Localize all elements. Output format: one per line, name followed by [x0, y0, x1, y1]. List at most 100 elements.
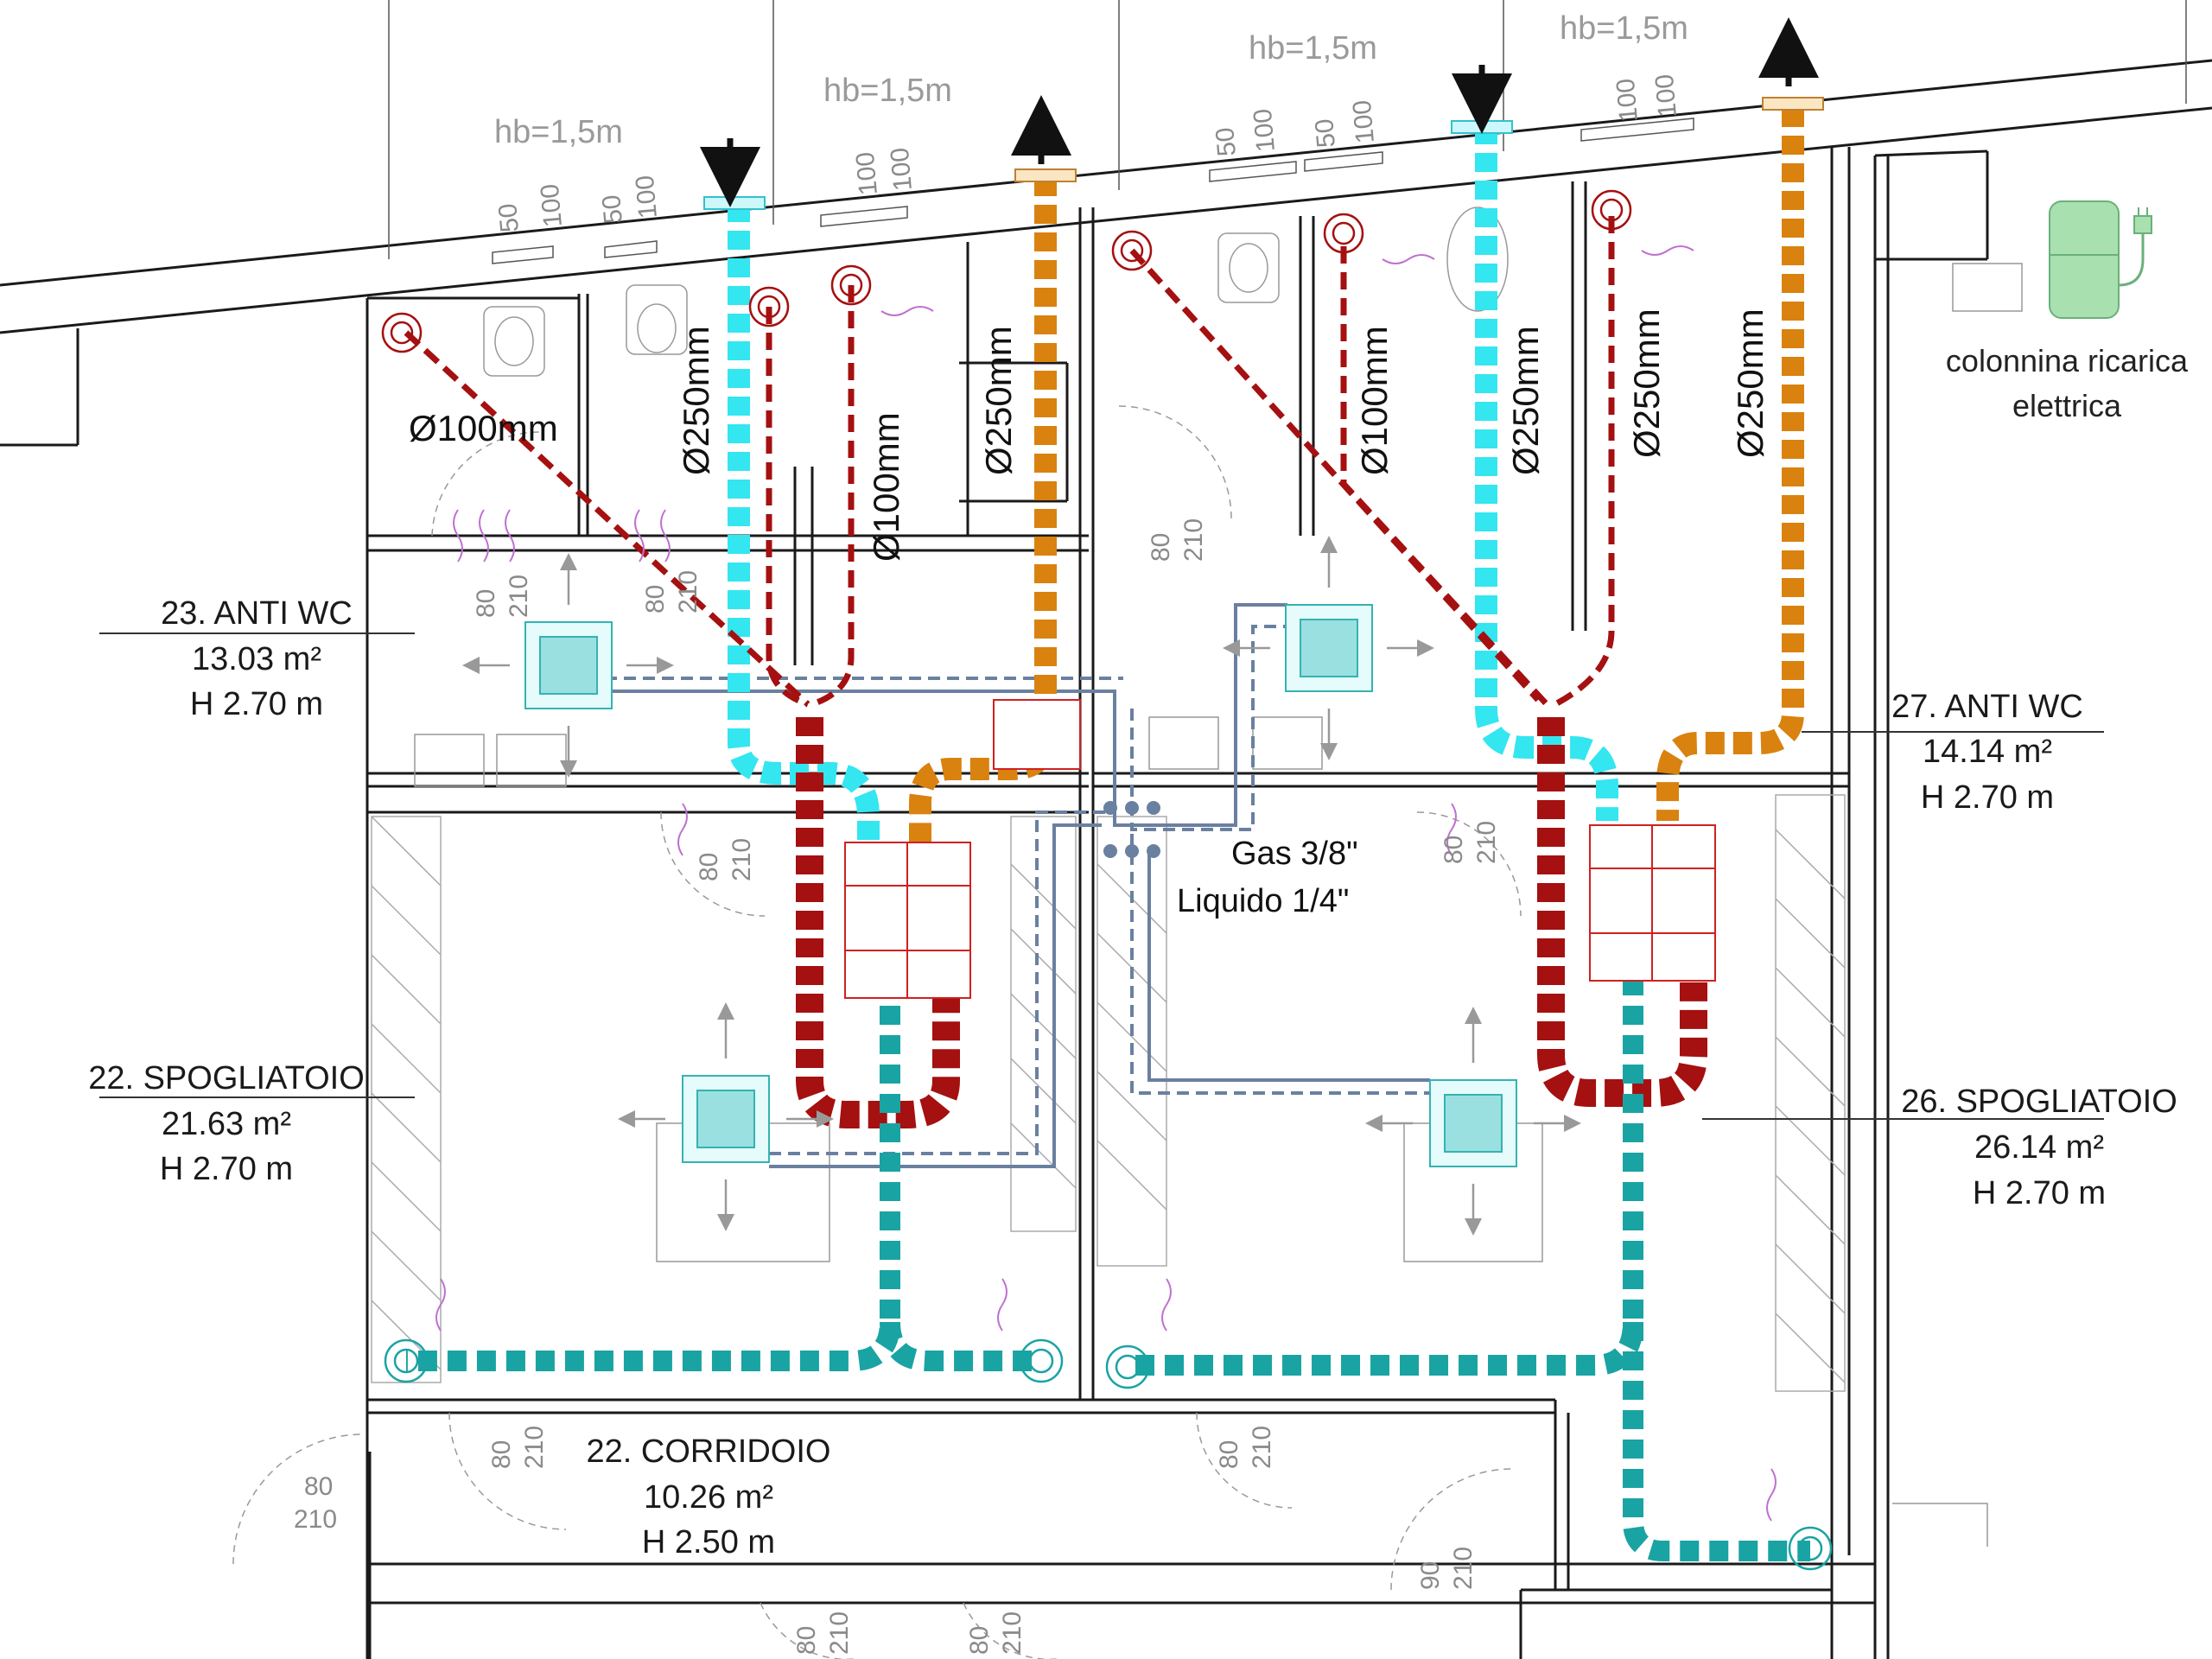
duct-label: Ø250mm [1626, 308, 1667, 458]
hb-label: hb=1,5m [1249, 30, 1377, 67]
room-area: 14.14 m² [1923, 734, 2052, 770]
liquid-label: Liquido 1/4" [1177, 883, 1349, 919]
door-h: 210 [674, 570, 702, 613]
door-w: 80 [695, 853, 723, 881]
door-w: 80 [487, 1440, 516, 1469]
door-h: 210 [998, 1611, 1027, 1655]
label-leaders [99, 632, 2104, 1120]
duct-label: Ø100mm [409, 408, 558, 448]
hb-label: hb=1,5m [823, 73, 952, 109]
refrigerant-lines [605, 603, 1430, 1168]
intake-exhaust-arrows [700, 17, 1819, 207]
duct-label: Ø250mm [1730, 308, 1770, 458]
door-swings [232, 405, 1522, 1659]
door-w: 80 [1215, 1440, 1243, 1469]
sanitary-fixtures [414, 207, 2023, 1547]
airflow-indicators [435, 245, 1777, 1522]
door-dimension-labels: 80 210 80 210 80 210 80 210 80 210 80 21… [294, 518, 1501, 1655]
extract-duct [796, 717, 1707, 1128]
exhaust-duct [909, 108, 1804, 842]
room-area: 10.26 m² [644, 1479, 773, 1516]
door-h: 210 [728, 838, 756, 881]
door-w: 80 [641, 585, 670, 613]
door-w: 80 [1440, 836, 1468, 864]
room-area: 26.14 m² [1974, 1129, 2104, 1166]
room-area: 21.63 m² [162, 1106, 291, 1142]
room-name: 22. SPOGLIATOIO [88, 1060, 365, 1096]
door-h: 210 [1248, 1426, 1276, 1469]
window-h: 100 [631, 175, 663, 220]
cassette-airflow-arrows [462, 536, 1581, 1236]
storage-cabinets [371, 794, 1846, 1392]
room-area: 13.03 m² [192, 641, 321, 677]
svg-text:colonnina ricarica: colonnina ricarica [1946, 343, 2189, 378]
door-h: 210 [1449, 1547, 1478, 1590]
header-level-labels: hb=1,5m hb=1,5m hb=1,5m hb=1,5m [494, 10, 1688, 150]
supply-duct [406, 976, 1810, 1561]
room-22-corridoio: 22. CORRIDOIO 10.26 m² H 2.50 m [587, 1433, 831, 1560]
cassette-units [524, 604, 1517, 1167]
duct-size-labels: Ø100mm Ø250mm Ø100mm Ø250mm Ø100mm Ø250m… [409, 308, 1770, 562]
fresh-air-duct [728, 125, 1618, 842]
room-name: 22. CORRIDOIO [587, 1433, 831, 1470]
door-h: 210 [294, 1505, 337, 1534]
duct-label: Ø250mm [1505, 326, 1546, 475]
door-h: 210 [825, 1611, 854, 1655]
door-w: 80 [304, 1472, 333, 1501]
room-height: H 2.70 m [190, 686, 323, 722]
interior-walls [365, 147, 1989, 1659]
charging-station-icon [2049, 200, 2152, 319]
room-22-spogliatoio: 22. SPOGLIATOIO 21.63 m² H 2.70 m [88, 1060, 365, 1187]
duct-label: Ø100mm [866, 412, 906, 562]
window-w: 50 [1211, 126, 1242, 157]
hb-label: hb=1,5m [1560, 10, 1688, 47]
window-h: 100 [1650, 73, 1682, 119]
door-h: 210 [520, 1426, 549, 1469]
room-26-spogliatoio: 26. SPOGLIATOIO 26.14 m² H 2.70 m [1901, 1084, 2177, 1211]
door-h: 210 [1179, 518, 1208, 562]
refrigerant-junction [1103, 801, 1160, 858]
refrigerant-labels: Gas 3/8" Liquido 1/4" [1177, 836, 1358, 919]
heat-recovery-units [844, 699, 1716, 999]
svg-text:elettrica: elettrica [2012, 388, 2122, 423]
room-labels: 23. ANTI WC 13.03 m² H 2.70 m 22. SPOGLI… [88, 595, 2177, 1560]
window-dimension-labels: 50 100 50 100 100 100 50 100 50 100 100 … [493, 73, 1682, 234]
room-23-anti-wc: 23. ANTI WC 13.03 m² H 2.70 m [161, 595, 353, 722]
door-w: 80 [792, 1626, 821, 1655]
door-w: 80 [1147, 533, 1175, 562]
window-w: 50 [1310, 118, 1341, 149]
duct-label: Ø100mm [1354, 326, 1395, 475]
window-sills [492, 118, 1694, 264]
door-h: 210 [1472, 821, 1501, 864]
room-name: 26. SPOGLIATOIO [1901, 1084, 2177, 1120]
window-h: 100 [1249, 108, 1281, 154]
window-w: 100 [1611, 78, 1643, 124]
hb-label: hb=1,5m [494, 114, 623, 150]
duct-label: Ø250mm [676, 326, 716, 475]
extract-branches [404, 216, 1615, 708]
extract-valves [381, 189, 1632, 353]
room-height: H 2.50 m [642, 1524, 775, 1560]
window-h: 100 [1348, 99, 1380, 145]
room-height: H 2.70 m [1973, 1175, 2106, 1211]
window-w: 50 [597, 194, 628, 225]
exterior-facade [0, 0, 2212, 447]
window-w: 50 [493, 202, 524, 233]
room-27-anti-wc: 27. ANTI WC 14.14 m² H 2.70 m [1891, 689, 2083, 816]
door-w: 80 [965, 1626, 994, 1655]
supply-valves [384, 1338, 1833, 1571]
gas-label: Gas 3/8" [1231, 836, 1358, 872]
room-name: 23. ANTI WC [161, 595, 353, 632]
duct-label: Ø250mm [978, 326, 1019, 475]
door-h: 210 [505, 575, 533, 618]
room-height: H 2.70 m [1921, 779, 2054, 816]
window-h: 100 [886, 147, 918, 193]
door-w: 90 [1416, 1561, 1445, 1590]
door-w: 80 [472, 589, 500, 618]
room-name: 27. ANTI WC [1891, 689, 2083, 725]
room-height: H 2.70 m [160, 1151, 293, 1187]
charging-station-label: colonnina ricarica elettrica [1946, 343, 2189, 423]
window-h: 100 [536, 183, 568, 229]
window-w: 100 [851, 151, 883, 197]
